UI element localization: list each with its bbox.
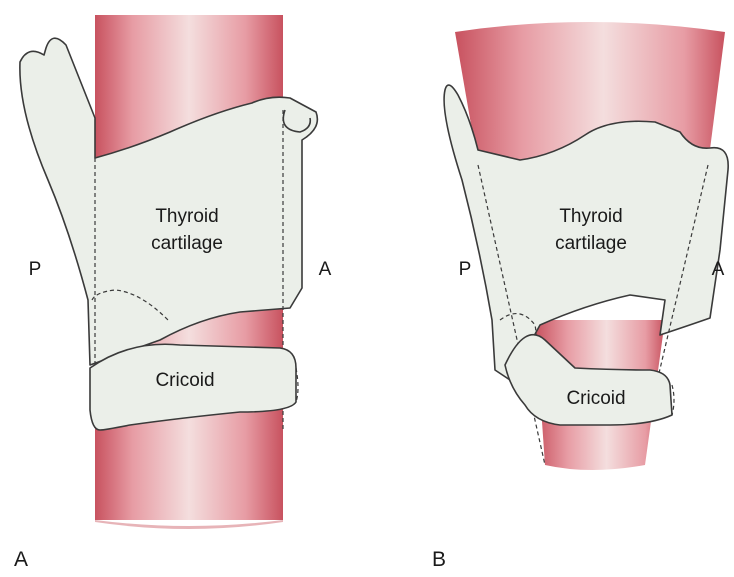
thyroid-label-line2-a: cartilage: [151, 233, 223, 254]
cricoid-label-b: Cricoid: [566, 388, 625, 409]
anterior-label-b: A: [712, 259, 725, 280]
posterior-label-b: P: [459, 259, 472, 280]
trachea-bottom-end-a: [95, 520, 283, 529]
cricoid-label-a: Cricoid: [155, 370, 214, 391]
thyroid-label-line1-a: Thyroid: [155, 206, 218, 227]
panel-label-b: B: [432, 548, 446, 571]
thyroid-label-line2-b: cartilage: [555, 233, 627, 254]
thyroid-label-line1-b: Thyroid: [559, 206, 622, 227]
panel-b: Thyroid cartilage Cricoid P A B: [432, 22, 728, 571]
panel-a: Thyroid cartilage Cricoid P A A: [14, 15, 332, 571]
panel-label-a: A: [14, 548, 28, 571]
anterior-label-a: A: [319, 259, 332, 280]
posterior-label-a: P: [29, 259, 42, 280]
